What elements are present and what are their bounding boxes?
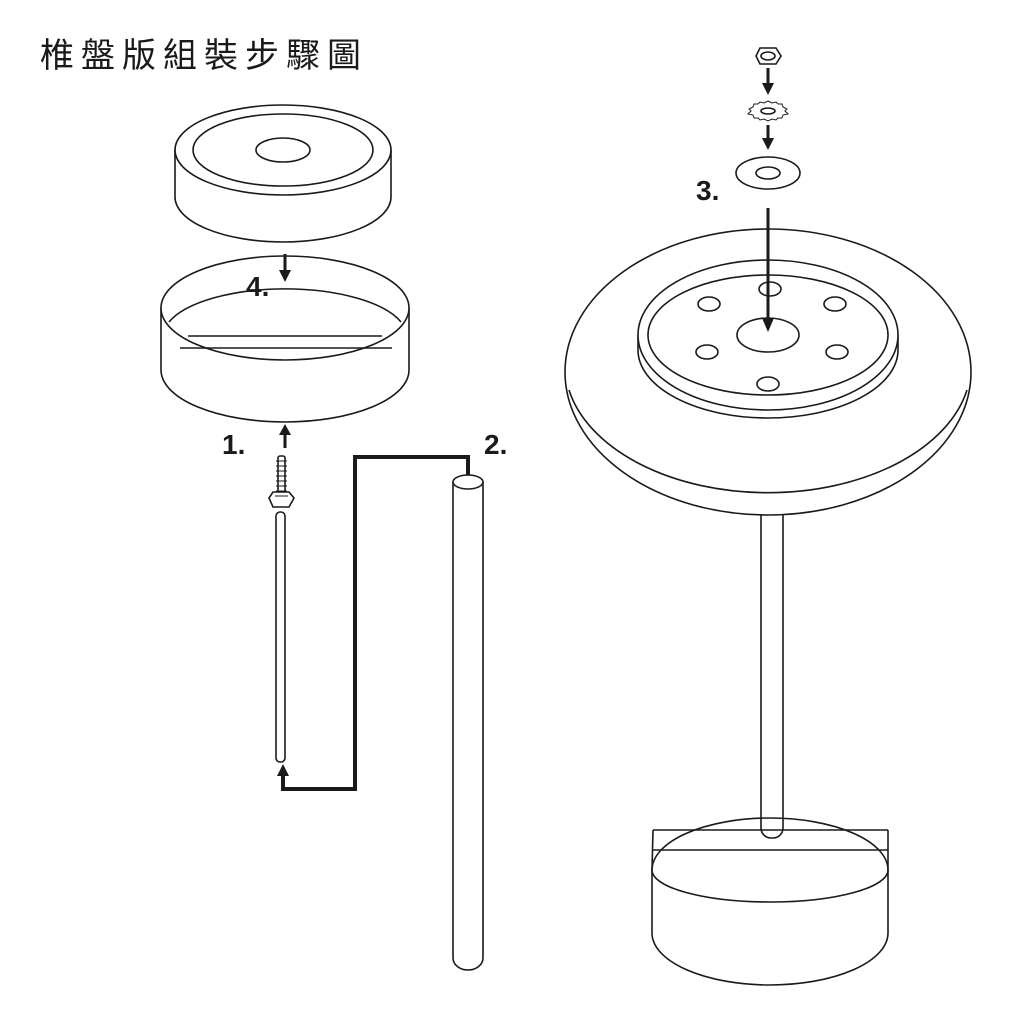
page-title: 椎盤版組裝步驟圖 [40, 36, 368, 76]
open-ring-base [160, 255, 410, 423]
threaded-rod-with-nut [268, 455, 295, 763]
arrow-down-icon [762, 68, 774, 95]
arrow-up-icon [279, 424, 291, 448]
step-1-label: 1. [222, 429, 245, 460]
step-3-label: 3. [696, 175, 719, 206]
base-foot [651, 817, 889, 986]
assembly-path [281, 455, 470, 791]
arrow-down-icon [762, 125, 774, 150]
cap-cylinder [174, 104, 392, 243]
center-pole [760, 499, 784, 839]
step-4-label: 4. [246, 271, 269, 302]
arrow-down-icon [762, 208, 774, 332]
tube [452, 474, 484, 971]
round-tray [564, 228, 972, 516]
star-lock-washer [746, 100, 790, 122]
hex-nut [755, 47, 782, 65]
step-2-label: 2. [484, 429, 507, 460]
flat-washer [735, 156, 801, 190]
arrow-down-icon [279, 254, 291, 282]
arrow-up-icon [277, 764, 289, 776]
